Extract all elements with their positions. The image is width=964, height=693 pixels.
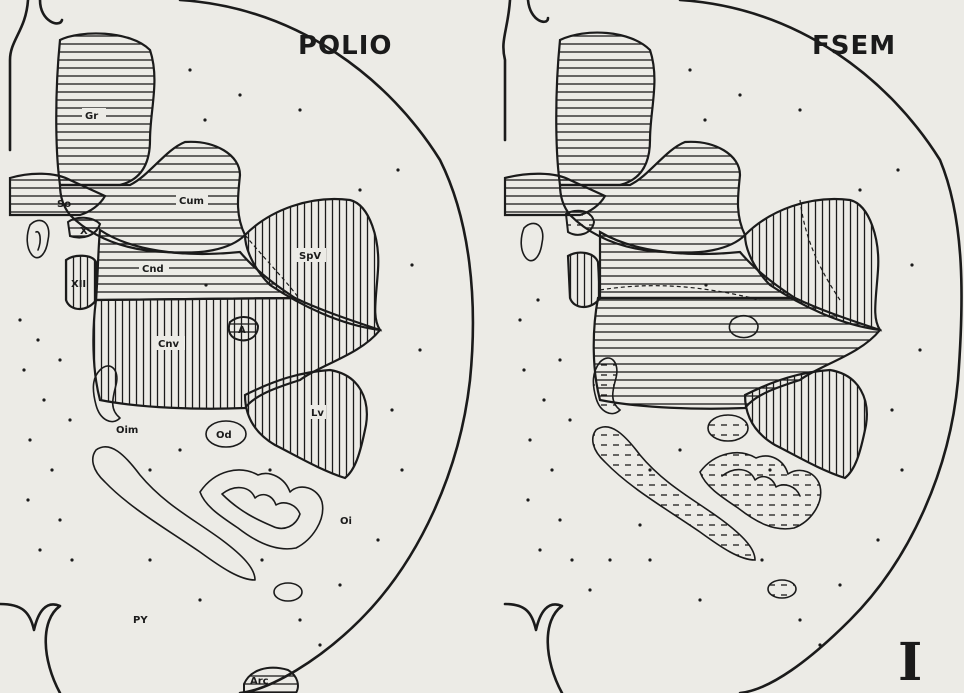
- label-py: PY: [133, 615, 148, 626]
- region-xii-right: [568, 253, 600, 307]
- midline-notch-right: [505, 604, 562, 693]
- label-cum: Cum: [179, 196, 204, 207]
- label-cnv: Cnv: [158, 339, 179, 350]
- label-gr: Gr: [85, 111, 98, 122]
- region-gr-right: [556, 33, 654, 185]
- plate-number: I: [898, 632, 922, 693]
- canal-left: [27, 220, 49, 257]
- label-spv: SpV: [299, 251, 321, 262]
- panel-title-right: FSEM: [812, 31, 896, 61]
- label-x: X: [80, 226, 88, 237]
- tract-left: [93, 447, 255, 580]
- region-lv-left: [245, 370, 367, 478]
- label-a: A: [238, 325, 246, 336]
- panel-title-left: POLIO: [298, 31, 393, 61]
- region-od-right: [708, 415, 748, 441]
- polio-panel: Gr Cum So X XII Cnd SpV Cnv A Oim Od Lv …: [0, 0, 473, 693]
- oi-inner-left: [222, 488, 300, 529]
- small-nucleus-right: [768, 580, 796, 598]
- small-nucleus-left: [274, 583, 302, 601]
- label-lv: Lv: [311, 408, 324, 419]
- label-oim: Oim: [116, 425, 138, 436]
- region-x-right: [566, 211, 594, 235]
- label-oi: Oi: [340, 516, 352, 527]
- label-so: So: [57, 199, 71, 210]
- midline-notch-left: [0, 604, 60, 693]
- canal-inner-left: [36, 232, 40, 250]
- canal-right: [521, 223, 543, 260]
- label-xii: XII: [71, 279, 86, 290]
- label-cnd: Cnd: [142, 264, 164, 275]
- fsem-panel: FSEM: [503, 0, 961, 693]
- label-od: Od: [216, 430, 232, 441]
- label-arc: Arc: [250, 676, 269, 687]
